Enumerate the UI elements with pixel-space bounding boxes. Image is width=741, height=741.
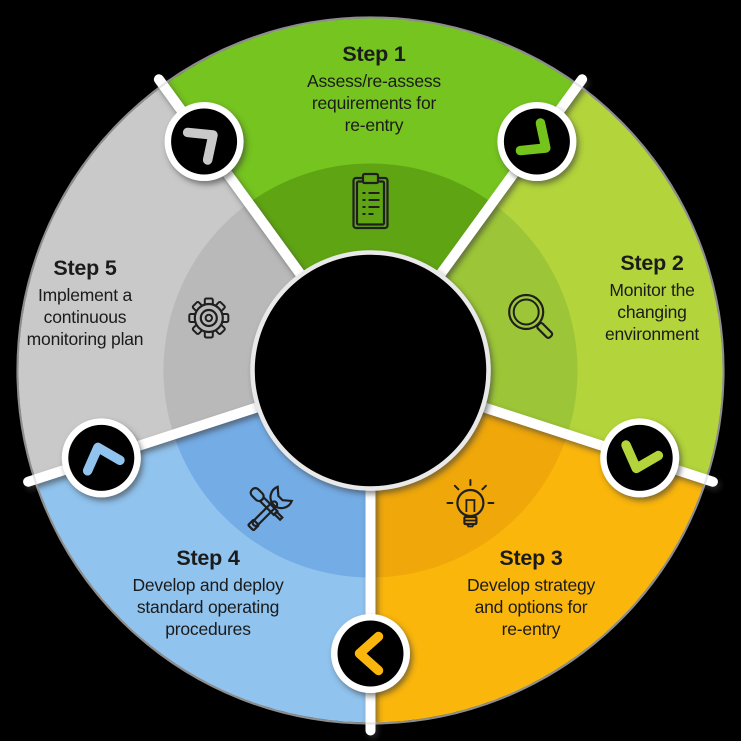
- clipboard-icon: [352, 172, 389, 230]
- inner-band-step-3: [370, 407, 568, 578]
- connector-badges: [61, 102, 680, 693]
- gear-icon: [188, 297, 230, 339]
- step-4-label: Step 4 Develop and deploy standard opera…: [98, 546, 318, 640]
- magnifier-icon: [508, 293, 554, 339]
- wheel-center-hole: [250, 250, 491, 491]
- step-1-label: Step 1 Assess/re-assess requirements for…: [264, 42, 484, 136]
- step-3-label: Step 3 Develop strategy and options for …: [431, 546, 631, 640]
- wheel-inner-bands: [163, 163, 578, 578]
- chevron-icon: [354, 631, 384, 676]
- chevron-icon: [621, 440, 664, 474]
- connector-step2-step3: [600, 418, 680, 498]
- step-1-title: Step 1: [342, 42, 406, 66]
- lightbulb-icon: [446, 479, 495, 528]
- wheel-outer-rim: [16, 16, 725, 725]
- chevron-icon: [182, 127, 218, 165]
- chevron-icon: [515, 118, 551, 156]
- step-5-title: Step 5: [53, 256, 117, 280]
- step-3-title: Step 3: [499, 546, 563, 570]
- tools-icon: [247, 485, 294, 532]
- inner-band-step-2: [439, 203, 578, 435]
- connector-step4-step5: [61, 418, 141, 498]
- connector-step1-step2: [497, 102, 577, 181]
- step-2-title: Step 2: [620, 251, 684, 275]
- inner-band-step-5: [163, 203, 302, 435]
- step-icons: [188, 172, 554, 532]
- chevron-icon: [82, 442, 125, 476]
- step-5-label: Step 5 Implement a continuous monitoring…: [8, 256, 162, 350]
- inner-band-step-1: [248, 163, 493, 275]
- connector-step3-step4: [331, 614, 410, 693]
- connector-step5-step1: [164, 102, 244, 181]
- step-2-label: Step 2 Monitor the changing environment: [556, 251, 741, 345]
- step-4-title: Step 4: [176, 546, 240, 570]
